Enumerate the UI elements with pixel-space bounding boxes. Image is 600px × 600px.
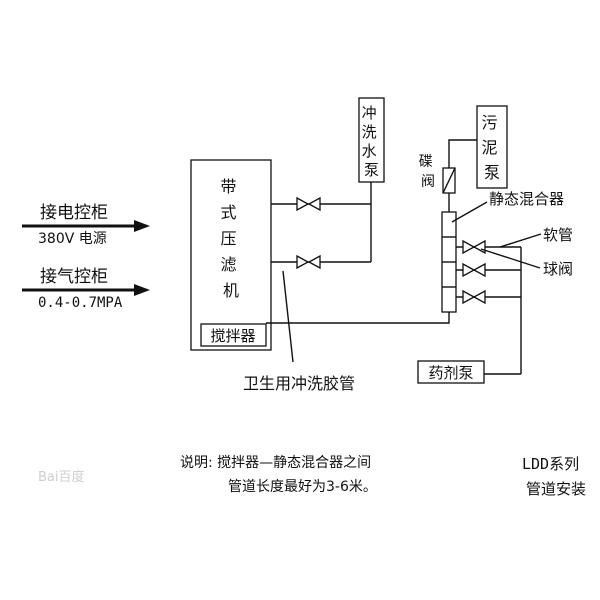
note-line-1: 说明: 搅拌器—静态混合器之间 (180, 455, 371, 471)
note-line-2: 管道长度最好为3-6米。 (228, 479, 377, 495)
watermark-logo: Bai百度 (38, 469, 85, 485)
power-input-label: 接电控柜 (40, 203, 108, 223)
ball-valve-leader (480, 248, 541, 269)
wash-valve-lower-icon (296, 254, 310, 270)
ball-valve-2-icon (462, 262, 476, 278)
air-arrow-head (134, 284, 150, 296)
sludge-pump-label: 污 泥 泵 (481, 113, 502, 182)
butterfly-valve-disc (442, 167, 456, 194)
mixer-label: 搅拌器 (210, 327, 255, 345)
static-mixer-leader (451, 201, 488, 223)
title-line-1: LDD系列 (522, 455, 579, 473)
wash-water-pump-label: 冲 洗 水 泵 (362, 104, 382, 179)
ball-valve-2-icon-b (472, 262, 486, 278)
butterfly-valve-label: 碟 阀 (419, 154, 437, 190)
wash-valve-upper-icon-b (307, 196, 321, 212)
hose-label: 软管 (543, 226, 573, 244)
power-arrow-head (134, 220, 150, 232)
ball-valve-3-icon-b (472, 289, 486, 305)
wash-valve-lower-icon-b (307, 254, 321, 270)
ball-valve-1-icon-b (472, 239, 486, 255)
hose-leader (499, 233, 542, 248)
wash-hose-leader (282, 270, 294, 363)
ball-valve-3-icon (462, 289, 476, 305)
sludge-pump-box (476, 105, 508, 189)
belt-filter-press-label: 带 式 压 滤 机 (220, 177, 241, 300)
air-spec: 0.4-0.7MPA (38, 295, 123, 311)
title-line-2: 管道安装 (526, 480, 586, 498)
power-spec: 380V 电源 (38, 231, 107, 247)
belt-filter-press-box (190, 159, 272, 351)
static-mixer-label: 静态混合器 (489, 190, 564, 208)
sludge-feed-pipe (448, 139, 477, 168)
wash-valve-upper-icon (296, 196, 310, 212)
ball-valve-label: 球阀 (543, 260, 573, 278)
air-input-label: 接气控柜 (40, 267, 108, 287)
ball-valve-1-icon (462, 239, 476, 255)
wash-hose-label: 卫生用冲洗胶管 (243, 374, 355, 393)
dosing-pump-box (417, 360, 485, 384)
mixer-to-static-mixer-pipe (266, 312, 450, 324)
dosing-pump-label: 药剂泵 (428, 364, 473, 382)
mixer-box (200, 323, 267, 347)
